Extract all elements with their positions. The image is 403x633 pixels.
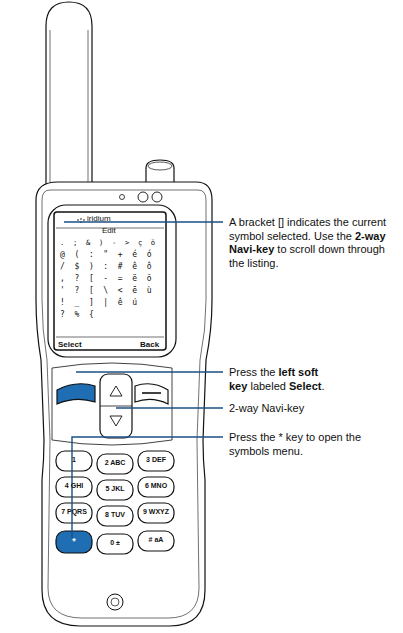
logo-text: iridium	[87, 214, 111, 223]
right-soft-key	[135, 384, 168, 404]
symbol-row: / $ ) : # ê ô	[60, 262, 152, 272]
key-label: 1	[72, 456, 76, 463]
key-label: 5 JKL	[105, 485, 124, 492]
symbol-row: . ; & ) - > ç ö	[60, 238, 155, 248]
symbol-row: @ ( : " + é ó	[60, 250, 152, 260]
softkey-label: Back	[140, 340, 159, 349]
key-label: *	[72, 536, 76, 546]
phone-face	[42, 190, 206, 618]
symbol-row: ? % {	[60, 310, 94, 320]
callout-emphasis: Select	[289, 380, 321, 392]
key-label: 8 TUV	[105, 511, 125, 518]
callout-phrase: Press the	[229, 366, 275, 378]
symbol-row: ' ? [ \ < ē ù	[60, 286, 152, 296]
callout-phrase: .	[321, 380, 324, 392]
key-label: 2 ABC	[105, 459, 126, 466]
key-label: 4 GHI	[65, 482, 83, 489]
key-label: 9 WXYZ	[143, 508, 169, 515]
symbol-row: , ? [ - = ë õ	[60, 274, 152, 284]
callout-phrase: Press the * key to open the symbols menu…	[229, 431, 361, 457]
callout-text: 2-way Navi-key	[229, 402, 399, 416]
key-label: 0 ±	[110, 539, 120, 546]
callout-text: Press theleft soft keylabeledSelect.	[229, 366, 399, 393]
screen-title: Edit	[102, 226, 116, 235]
antenna	[46, 2, 92, 200]
key-bezel	[52, 363, 172, 445]
key-label: 6 MNO	[145, 482, 167, 489]
softkey-label: Select	[58, 340, 82, 349]
display	[54, 212, 166, 350]
screen-bezel	[48, 205, 176, 357]
callout-phrase: 2-way Navi-key	[229, 402, 304, 414]
key-label: 7 PQRS	[61, 508, 87, 515]
keypad	[56, 451, 174, 554]
key-label: 3 DEF	[146, 456, 166, 463]
callout-phrase: labeled	[250, 380, 285, 392]
symbol-row: ! _ ] | ê ú	[60, 298, 137, 308]
key-label: # aA	[149, 536, 164, 543]
left-soft-key	[57, 384, 95, 404]
callout-text: Press the * key to open the symbols menu…	[229, 431, 399, 458]
callout-text: A bracket [] indicates the current symbo…	[229, 216, 399, 270]
navi-key	[100, 374, 132, 438]
phone-body	[36, 182, 212, 626]
